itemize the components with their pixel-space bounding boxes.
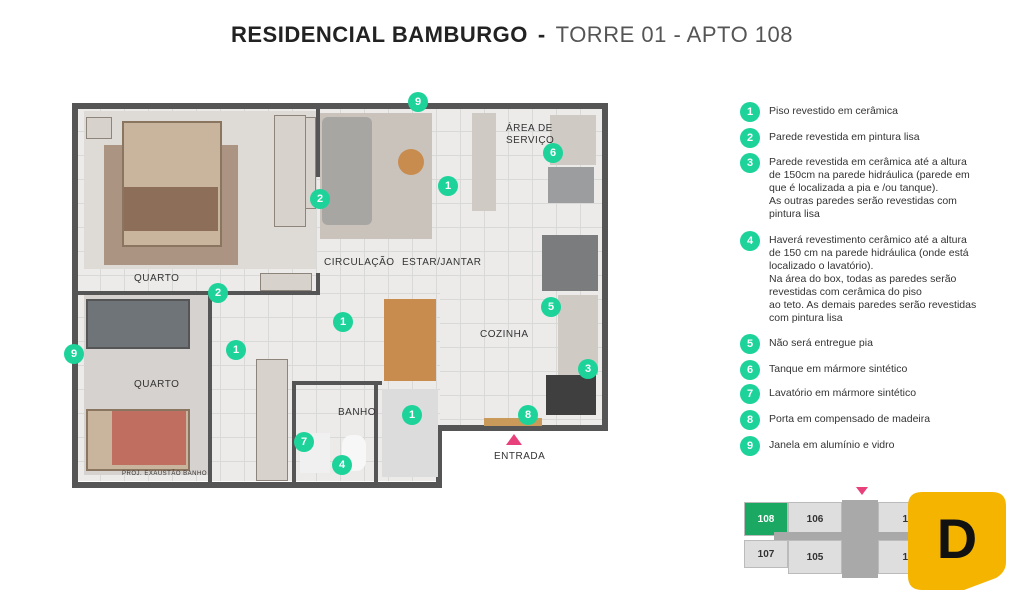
wall-left <box>72 103 78 488</box>
legend-item: 6 Tanque em mármore sintético <box>740 360 1000 380</box>
wall-entrance <box>436 425 608 431</box>
sofa <box>322 117 372 225</box>
label-quarto-2: QUARTO <box>134 379 180 390</box>
coffee-table <box>398 149 424 175</box>
legend-number: 3 <box>740 153 760 173</box>
legend-text: Porta em compensado de madeira <box>769 413 931 425</box>
legend-item: 7 Lavatório em mármore sintético <box>740 384 1000 404</box>
brand-logo: D <box>908 492 1006 590</box>
legend-text: Haverá revestimento cerâmico até a altur… <box>769 234 977 324</box>
marker-8-door: 8 <box>518 405 538 425</box>
bookshelf <box>256 359 288 481</box>
legend-item: 4 Haverá revestimento cerâmico até a alt… <box>740 231 1000 325</box>
marker-1-bedroom: 1 <box>226 340 246 360</box>
legend-item: 2 Parede revestida em pintura lisa <box>740 128 1000 148</box>
label-projecao: PROJ. EXAUSTÃO BANHO <box>122 471 208 477</box>
legend-item: 5 Não será entregue pia <box>740 334 1000 354</box>
tv-stand <box>472 113 496 211</box>
legend-item: 8 Porta em compensado de madeira <box>740 410 1000 430</box>
legend-item: 9 Janela em alumínio e vidro <box>740 436 1000 456</box>
legend-text: Tanque em mármore sintético <box>769 363 908 375</box>
refrigerator <box>542 235 598 291</box>
wall-bedroom1-right-b <box>316 273 320 295</box>
dining-table <box>384 299 436 381</box>
marker-5-kitchen: 5 <box>541 297 561 317</box>
hall-shelf <box>260 273 312 291</box>
unit-107: 107 <box>744 540 788 568</box>
marker-9-top: 9 <box>408 92 428 112</box>
page-title: RESIDENCIAL BAMBURGO-TORRE 01 - APTO 108 <box>0 22 1024 48</box>
living-shelf <box>274 115 306 227</box>
wall-bottom <box>72 482 442 488</box>
marker-3-kitchen: 3 <box>578 359 598 379</box>
bed-cover-red <box>112 411 186 465</box>
entrance-arrow-icon <box>506 434 522 445</box>
wall-bath-top <box>292 381 382 385</box>
legend-number: 1 <box>740 102 760 122</box>
label-quarto-1: QUARTO <box>134 273 180 284</box>
marker-9-left: 9 <box>64 344 84 364</box>
shower-box <box>382 389 438 477</box>
label-entrada: ENTRADA <box>494 451 546 462</box>
unit-106: 106 <box>788 502 842 536</box>
wall-top <box>72 103 608 109</box>
marker-1-bath: 1 <box>402 405 422 425</box>
floor-plan: ÁREA DE SERVIÇO QUARTO CIRCULAÇÃO ESTAR/… <box>64 92 608 488</box>
wall-bedroom-divider <box>76 291 316 295</box>
legend-item: 3 Parede revestida em cerâmica até a alt… <box>740 153 1000 221</box>
legend-text: Não será entregue pia <box>769 337 873 349</box>
wall-step <box>436 425 442 488</box>
single-bed <box>86 299 190 349</box>
nightstand <box>86 117 112 139</box>
legend-text: Parede revestida em cerâmica até a altur… <box>769 156 970 220</box>
label-circulacao: CIRCULAÇÃO <box>324 257 395 268</box>
label-estar-jantar: ESTAR/JANTAR <box>402 257 482 268</box>
marker-6-service: 6 <box>543 143 563 163</box>
wall-bath-left <box>292 381 296 485</box>
brand-letter: D <box>937 507 977 570</box>
legend-text: Janela em alumínio e vidro <box>769 439 895 451</box>
label-area-servico: ÁREA DE SERVIÇO <box>506 123 555 146</box>
legend-number: 5 <box>740 334 760 354</box>
entrance-door[interactable] <box>484 418 542 426</box>
legend-text: Lavatório em mármore sintético <box>769 387 917 399</box>
legend-number: 9 <box>740 436 760 456</box>
wall-bedroom1-right <box>316 109 320 177</box>
legend-text: Piso revestido em cerâmica <box>769 105 898 117</box>
marker-7-bath: 7 <box>294 432 314 452</box>
title-separator: - <box>537 22 546 47</box>
marker-1-dining: 1 <box>333 312 353 332</box>
legend-text: Parede revestida em pintura lisa <box>769 131 920 143</box>
unit-108: 108 <box>744 502 788 536</box>
legend-number: 8 <box>740 410 760 430</box>
title-building: RESIDENCIAL BAMBURGO <box>231 22 528 47</box>
legend-number: 7 <box>740 384 760 404</box>
stove <box>546 375 596 415</box>
marker-1-living: 1 <box>438 176 458 196</box>
bed-cover <box>124 187 218 231</box>
legend-number: 4 <box>740 231 760 251</box>
marker-4-bath: 4 <box>332 455 352 475</box>
corridor <box>774 532 944 542</box>
key-arrow-icon <box>856 487 868 495</box>
legend-item: 1 Piso revestido em cerâmica <box>740 102 1000 122</box>
unit-105: 105 <box>788 540 842 574</box>
marker-2-hall: 2 <box>208 283 228 303</box>
marker-2-living: 2 <box>310 189 330 209</box>
label-cozinha: COZINHA <box>480 329 529 340</box>
wall-bedroom2-right <box>208 295 212 485</box>
title-unit: TORRE 01 - APTO 108 <box>555 22 793 47</box>
label-banho: BANHO <box>338 407 377 418</box>
wall-bath-box <box>374 385 378 485</box>
legend-number: 6 <box>740 360 760 380</box>
legend-number: 2 <box>740 128 760 148</box>
washing-machine <box>548 167 594 203</box>
wall-right <box>602 103 608 429</box>
